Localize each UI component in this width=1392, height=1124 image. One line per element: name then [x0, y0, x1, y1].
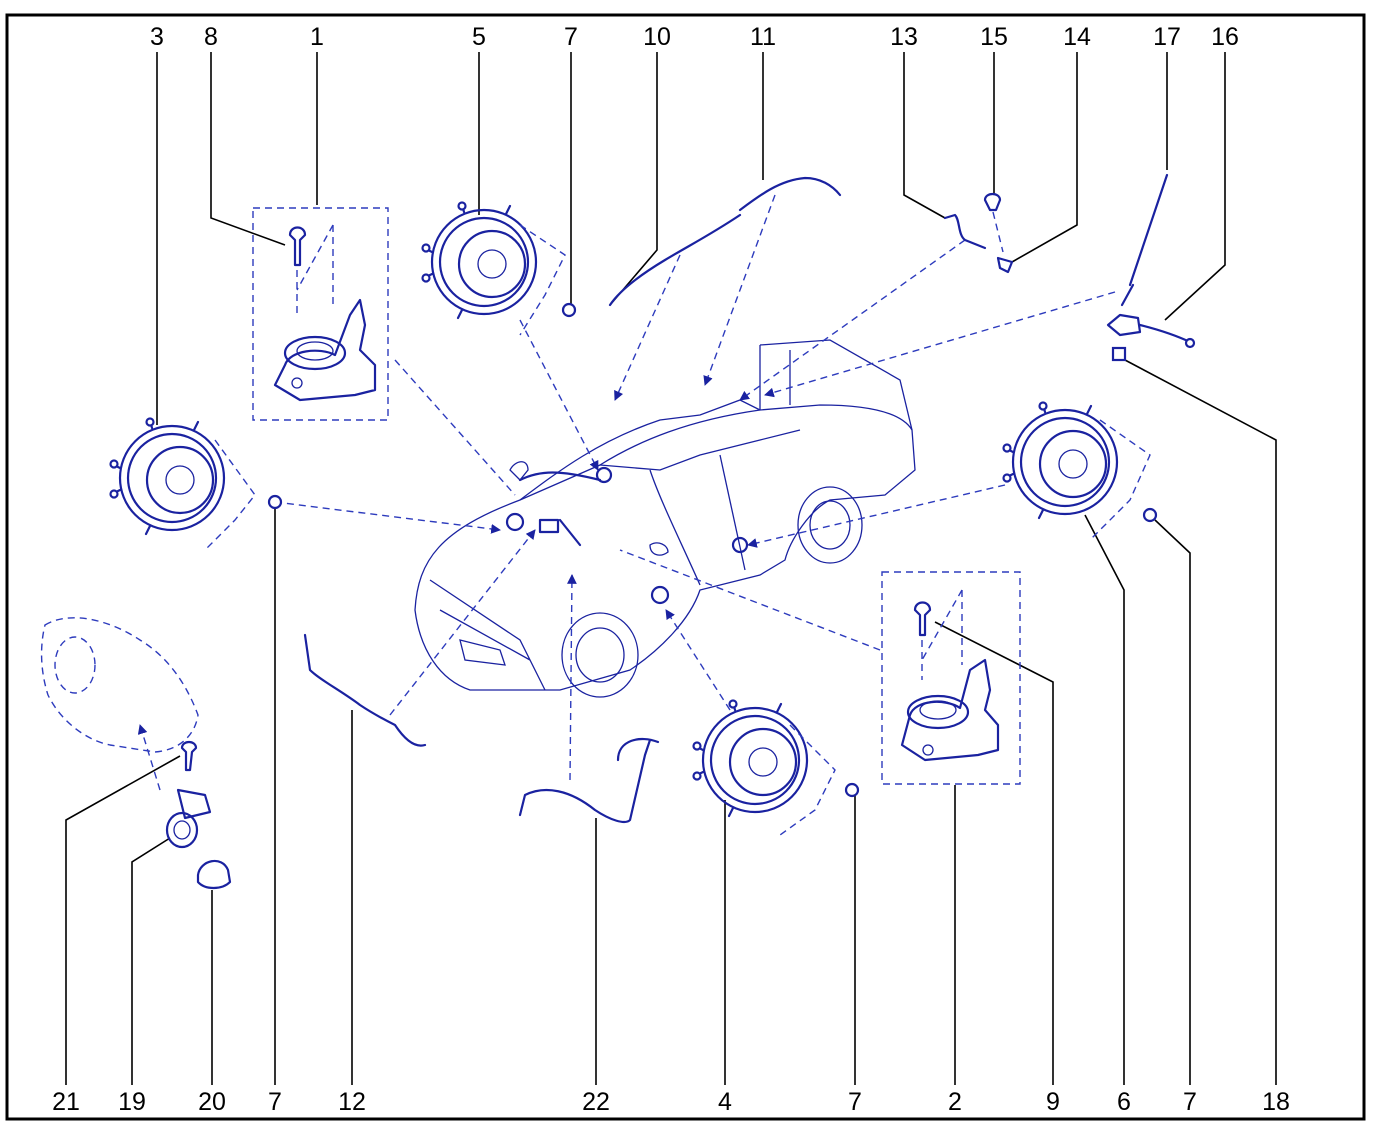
- bolt-21: [180, 740, 198, 772]
- cap-20: [196, 859, 232, 890]
- screw-8: [288, 226, 307, 267]
- diagram-frame: [5, 13, 1366, 1121]
- callout-19: 19: [118, 1088, 146, 1116]
- speaker-3: [109, 417, 226, 536]
- nut-7-bottom: [844, 782, 860, 798]
- callout-14: 14: [1063, 23, 1091, 51]
- harness-12: [303, 633, 427, 747]
- callout-1: 1: [310, 23, 324, 51]
- dashed-assembly-lines: [137, 194, 1116, 791]
- speaker-5-guide: [519, 224, 566, 336]
- antenna-17: [1120, 173, 1169, 307]
- tweeter-1: [252, 207, 389, 421]
- speaker-6-guide: [1089, 419, 1151, 541]
- antenna-base-16: [1106, 313, 1196, 349]
- bolt-15: [983, 192, 1004, 253]
- callout-15: 15: [980, 23, 1008, 51]
- harness-22: [518, 737, 660, 824]
- callout-13: 13: [890, 23, 918, 51]
- callout-3-top: 3: [150, 23, 164, 51]
- speaker-5: [421, 201, 538, 320]
- callout-7-top: 7: [564, 23, 578, 51]
- callout-12: 12: [338, 1088, 366, 1116]
- callouts-top: 3 8 1 5 7 10 11 13 15 14 17 16: [150, 23, 1239, 51]
- callout-20: 20: [198, 1088, 226, 1116]
- clip-14: [996, 256, 1014, 274]
- cable-10: [608, 213, 742, 307]
- callout-22: 22: [582, 1088, 610, 1116]
- nut-7-right: [1142, 507, 1158, 523]
- speaker-4-guide: [779, 724, 836, 836]
- callout-9: 9: [1046, 1088, 1060, 1116]
- speaker-4: [692, 699, 809, 818]
- vehicle-pickup-truck: [414, 339, 916, 698]
- callout-6: 6: [1117, 1088, 1131, 1116]
- callout-4: 4: [718, 1088, 732, 1116]
- callout-5: 5: [472, 23, 486, 51]
- callout-2: 2: [948, 1088, 962, 1116]
- nut-7-top: [561, 302, 577, 318]
- callout-7-bottom-c: 7: [1183, 1088, 1197, 1116]
- nut-7-left: [267, 494, 283, 510]
- horn-19: [165, 788, 212, 849]
- callout-16: 16: [1211, 23, 1239, 51]
- callout-17: 17: [1153, 23, 1181, 51]
- nut-18: [1111, 346, 1127, 362]
- callout-10: 10: [643, 23, 671, 51]
- speaker-3-guide: [204, 439, 256, 551]
- cable-11: [738, 176, 842, 212]
- tweeter-2: [881, 571, 1021, 785]
- callout-21: 21: [52, 1088, 80, 1116]
- callout-11: 11: [750, 23, 776, 51]
- callout-7-bottom-b: 7: [848, 1088, 862, 1116]
- callout-7-bottom-a: 7: [268, 1088, 282, 1116]
- speaker-6: [1002, 401, 1119, 520]
- callout-8: 8: [204, 23, 218, 51]
- callout-18: 18: [1262, 1088, 1290, 1116]
- callouts-bottom: 21 19 20 7 12 22 4 7 2 9 6 7 18: [52, 1088, 1290, 1116]
- rear-light-21: [40, 617, 199, 753]
- screw-9: [913, 601, 932, 637]
- cable-13: [943, 213, 987, 250]
- leader-lines: [65, 52, 1277, 1085]
